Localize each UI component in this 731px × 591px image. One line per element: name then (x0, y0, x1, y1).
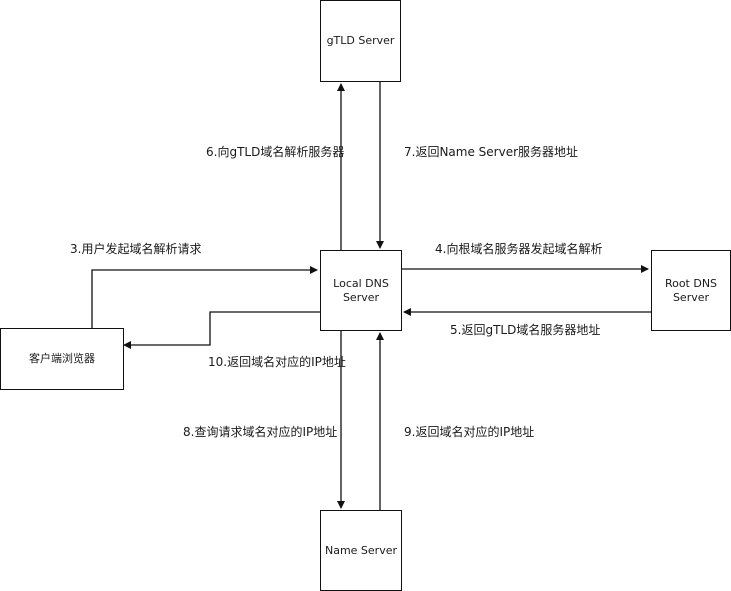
root-dns-server-label: Root DNS Server (664, 276, 718, 304)
edge-9-label: 9.返回域名对应的IP地址 (404, 425, 535, 439)
client-browser-node: 客户端浏览器 (0, 328, 124, 390)
name-server-label: Name Server (324, 543, 398, 557)
name-server-node: Name Server (320, 510, 402, 591)
edge-6-label: 6.向gTLD域名解析服务器 (206, 145, 345, 159)
edge-5-label: 5.返回gTLD域名服务器地址 (450, 323, 601, 337)
edge-7-label: 7.返回Name Server服务器地址 (404, 145, 579, 159)
edge-10-arrow (123, 311, 320, 349)
edge-10-label: 10.返回域名对应的IP地址 (208, 355, 346, 369)
local-dns-server-label: Local DNS Server (333, 276, 389, 304)
edge-8-label: 8.查询请求域名对应的IP地址 (183, 425, 338, 439)
edge-4-label: 4.向根域名服务器发起域名解析 (435, 242, 603, 256)
root-dns-server-node: Root DNS Server (651, 250, 731, 331)
gtld-server-node: gTLD Server (320, 0, 401, 82)
edge-3-label: 3.用户发起域名解析请求 (70, 242, 202, 256)
client-browser-label: 客户端浏览器 (29, 352, 95, 365)
gtld-server-label: gTLD Server (326, 34, 395, 47)
local-dns-server-node: Local DNS Server (320, 250, 402, 331)
edge-3-arrow (91, 266, 318, 328)
